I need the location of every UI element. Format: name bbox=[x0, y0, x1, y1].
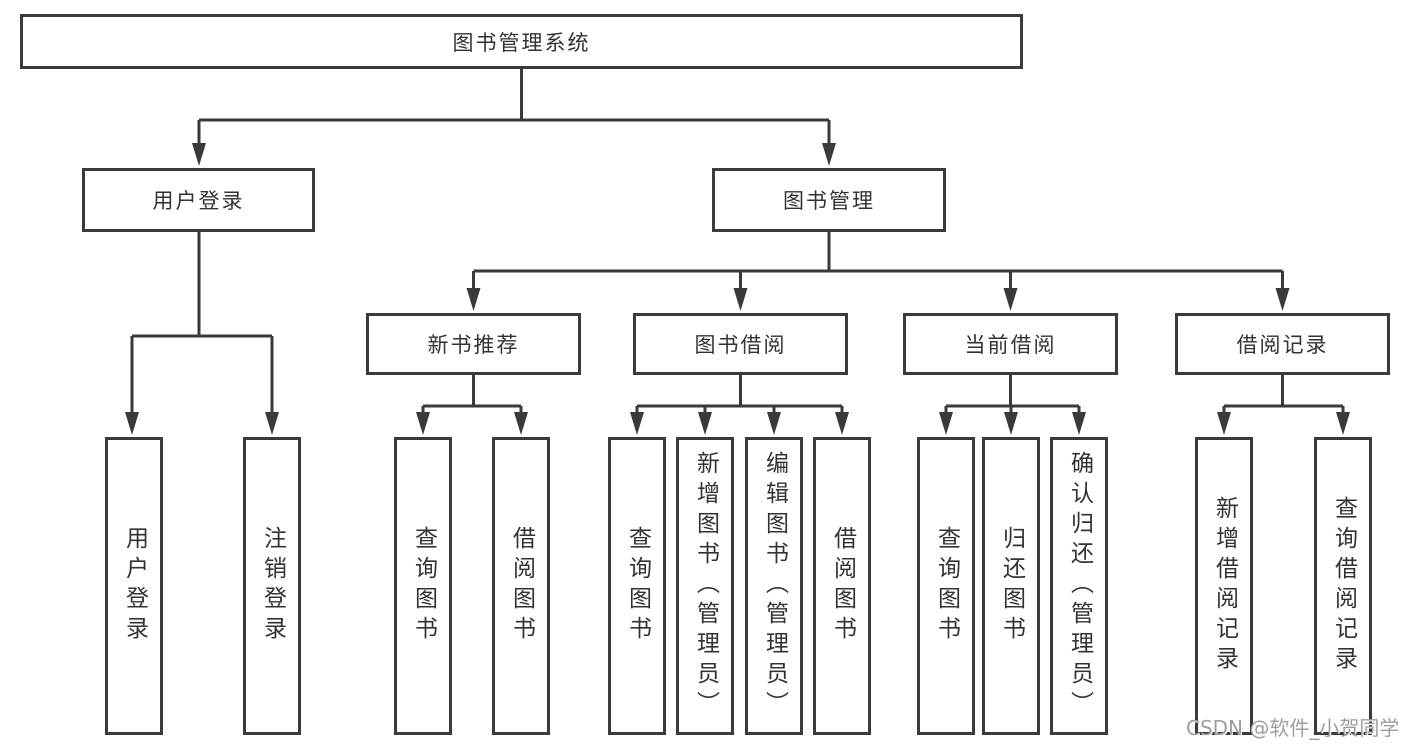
node-borrowing-records-label: 借阅记录 bbox=[1236, 333, 1329, 357]
node-current-borrowing-label: 当前借阅 bbox=[964, 333, 1057, 357]
leaf-logout: 注销登录 bbox=[243, 437, 301, 735]
leaf-query-borrow-record: 查询借阅记录 bbox=[1314, 437, 1372, 735]
leaf-logout-label: 注销登录 bbox=[259, 526, 286, 646]
leaf-return-books: 归还图书 bbox=[982, 437, 1040, 735]
leaf-query-books-current: 查询图书 bbox=[917, 437, 975, 735]
leaf-user-login: 用户登录 bbox=[105, 437, 163, 735]
leaf-add-borrow-record-label: 新增借阅记录 bbox=[1211, 496, 1238, 676]
leaf-confirm-return-admin-label: 确认归还（管理员） bbox=[1066, 451, 1093, 721]
node-current-borrowing: 当前借阅 bbox=[903, 313, 1118, 375]
leaf-user-login-label: 用户登录 bbox=[121, 526, 148, 646]
leaf-borrow-books: 借阅图书 bbox=[813, 437, 871, 735]
leaf-add-books-admin-label: 新增图书（管理员） bbox=[692, 451, 719, 721]
node-book-borrowing-label: 图书借阅 bbox=[694, 333, 787, 357]
leaf-borrow-books-recommend-label: 借阅图书 bbox=[508, 526, 535, 646]
node-user-login-label: 用户登录 bbox=[152, 189, 245, 213]
node-book-management: 图书管理 bbox=[712, 168, 946, 232]
leaf-query-books-current-label: 查询图书 bbox=[933, 526, 960, 646]
node-library-system-label: 图书管理系统 bbox=[452, 30, 591, 55]
leaf-confirm-return-admin: 确认归还（管理员） bbox=[1050, 437, 1108, 735]
node-borrowing-records: 借阅记录 bbox=[1175, 313, 1390, 375]
leaf-query-books-recommend-label: 查询图书 bbox=[410, 526, 437, 646]
leaf-borrow-books-label: 借阅图书 bbox=[829, 526, 856, 646]
csdn-watermark: CSDN @软件_小贺同学 bbox=[1186, 716, 1400, 740]
leaf-query-books-borrowing: 查询图书 bbox=[608, 437, 666, 735]
leaf-query-books-recommend: 查询图书 bbox=[394, 437, 452, 735]
leaf-add-borrow-record: 新增借阅记录 bbox=[1195, 437, 1253, 735]
leaf-edit-books-admin-label: 编辑图书（管理员） bbox=[761, 451, 788, 721]
leaf-return-books-label: 归还图书 bbox=[998, 526, 1025, 646]
node-book-management-label: 图书管理 bbox=[783, 189, 875, 213]
node-new-book-recommend: 新书推荐 bbox=[366, 313, 581, 375]
node-book-borrowing: 图书借阅 bbox=[633, 313, 848, 375]
leaf-query-borrow-record-label: 查询借阅记录 bbox=[1330, 496, 1357, 676]
leaf-borrow-books-recommend: 借阅图书 bbox=[492, 437, 550, 735]
node-user-login: 用户登录 bbox=[82, 168, 315, 232]
leaf-add-books-admin: 新增图书（管理员） bbox=[676, 437, 734, 735]
leaf-query-books-borrowing-label: 查询图书 bbox=[624, 526, 651, 646]
leaf-edit-books-admin: 编辑图书（管理员） bbox=[745, 437, 803, 735]
node-library-system: 图书管理系统 bbox=[20, 14, 1023, 69]
node-new-book-recommend-label: 新书推荐 bbox=[427, 333, 520, 357]
